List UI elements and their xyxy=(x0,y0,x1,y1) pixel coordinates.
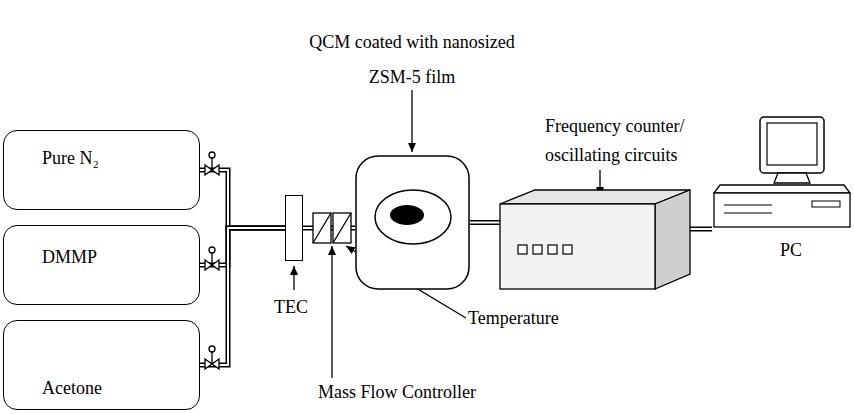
pipe-bore xyxy=(200,228,285,365)
pipe-wall xyxy=(200,228,285,265)
frequency-counter-outline xyxy=(500,190,690,290)
pipe-wall xyxy=(200,170,285,228)
shape-part xyxy=(548,245,557,254)
pipe-bore xyxy=(200,228,285,265)
gas-cylinder: DMMP xyxy=(3,225,200,305)
mfc-label: Mass Flow Controller xyxy=(316,380,478,404)
shape-part xyxy=(767,123,817,165)
valve-symbol xyxy=(205,152,219,369)
qcm-chamber-outline xyxy=(355,155,470,290)
qcm-chamber: QCM coated with nanosized ZSM-5 film xyxy=(355,155,470,290)
pipe-bore xyxy=(470,222,500,224)
shape-part xyxy=(375,190,451,244)
shape-part xyxy=(724,204,772,205)
node-label: TEC xyxy=(274,292,308,322)
shape-part xyxy=(760,117,824,173)
node-label: Pure N₂ xyxy=(42,143,99,173)
shape-part xyxy=(563,245,572,254)
pipe-bore xyxy=(200,170,285,228)
mass-flow-controller xyxy=(313,213,351,243)
pipe-connector xyxy=(200,228,285,265)
gas-cylinder: Acetone xyxy=(3,320,200,410)
shape-part xyxy=(390,205,424,225)
shape-part xyxy=(533,245,542,254)
temperature-label: Temperature xyxy=(466,306,561,330)
shape-part xyxy=(714,193,850,227)
shape-part xyxy=(500,204,655,289)
frequency-counter: Frequency counter/ oscillating circuits xyxy=(500,190,690,290)
pipe-connector xyxy=(690,229,712,230)
shape-part xyxy=(518,245,527,254)
pipe-wall xyxy=(690,227,712,232)
shape-part xyxy=(655,190,690,289)
pipe-wall xyxy=(200,228,285,365)
pipe-connector xyxy=(200,228,285,365)
node-label: DMMP xyxy=(42,242,97,272)
node-label: Frequency counter/ oscillating circuits xyxy=(545,112,710,170)
node-label: PC xyxy=(780,235,802,265)
shape-part xyxy=(812,201,840,207)
node-label: QCM coated with nanosized ZSM-5 film xyxy=(292,25,532,95)
computer: PC xyxy=(712,115,852,235)
tec-box: TEC xyxy=(285,195,303,261)
computer-outline xyxy=(712,115,852,235)
pipe-wall xyxy=(470,220,500,225)
node-label: Acetone xyxy=(42,373,102,403)
shape-part xyxy=(774,173,810,183)
shape-part xyxy=(724,212,772,213)
shape-part xyxy=(714,185,850,193)
pipe-connector xyxy=(470,222,500,223)
pipe-bore xyxy=(690,228,712,230)
gas-cylinder: Pure N₂ xyxy=(3,130,200,210)
shape-part xyxy=(356,156,469,289)
pipe-connector xyxy=(200,170,285,228)
